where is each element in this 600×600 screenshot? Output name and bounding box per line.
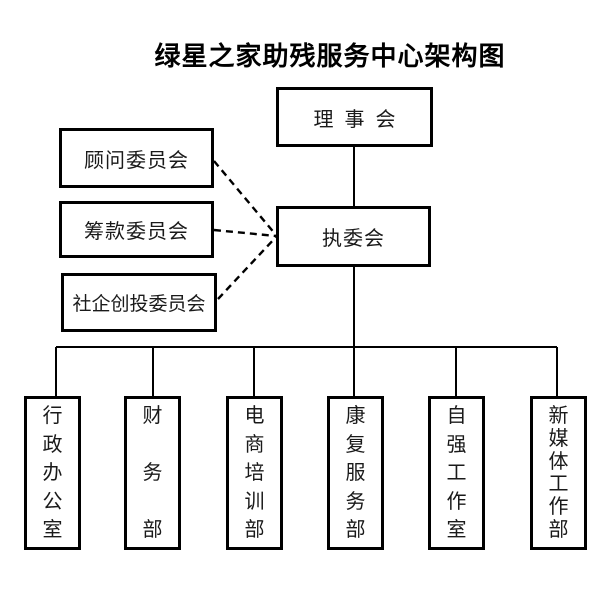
dashed-line-fundraising-executive bbox=[213, 228, 277, 238]
committee-box-fundraising: 筹款委员会 bbox=[59, 201, 214, 258]
department-box-finance: 财务部 bbox=[124, 396, 181, 550]
department-box-admin-office: 行政办公室 bbox=[24, 396, 81, 550]
executive-committee-box: 执委会 bbox=[276, 206, 431, 267]
department-box-rehab-service: 康复服务部 bbox=[327, 396, 384, 550]
committee-label-social-enterprise-venture: 社企创投委员会 bbox=[72, 294, 206, 315]
department-box-ecommerce-training: 电商培训部 bbox=[226, 396, 283, 550]
dashed-line-venture-executive bbox=[217, 236, 277, 300]
board-box: 理 事 会 bbox=[276, 87, 433, 147]
dashed-line-advisory-executive bbox=[213, 160, 277, 236]
department-box-new-media: 新媒体工作部 bbox=[530, 396, 587, 550]
committee-label-advisory: 顾问委员会 bbox=[84, 149, 189, 172]
board-label: 理 事 会 bbox=[313, 108, 396, 131]
committee-label-fundraising: 筹款委员会 bbox=[84, 221, 189, 243]
committee-box-social-enterprise-venture: 社企创投委员会 bbox=[61, 273, 217, 332]
diagram-title: 绿星之家助残服务中心架构图 bbox=[154, 41, 506, 71]
committee-box-advisory: 顾问委员会 bbox=[59, 128, 214, 188]
executive-committee-label: 执委会 bbox=[322, 228, 385, 250]
department-box-ziqiang-studio: 自强工作室 bbox=[428, 396, 485, 550]
